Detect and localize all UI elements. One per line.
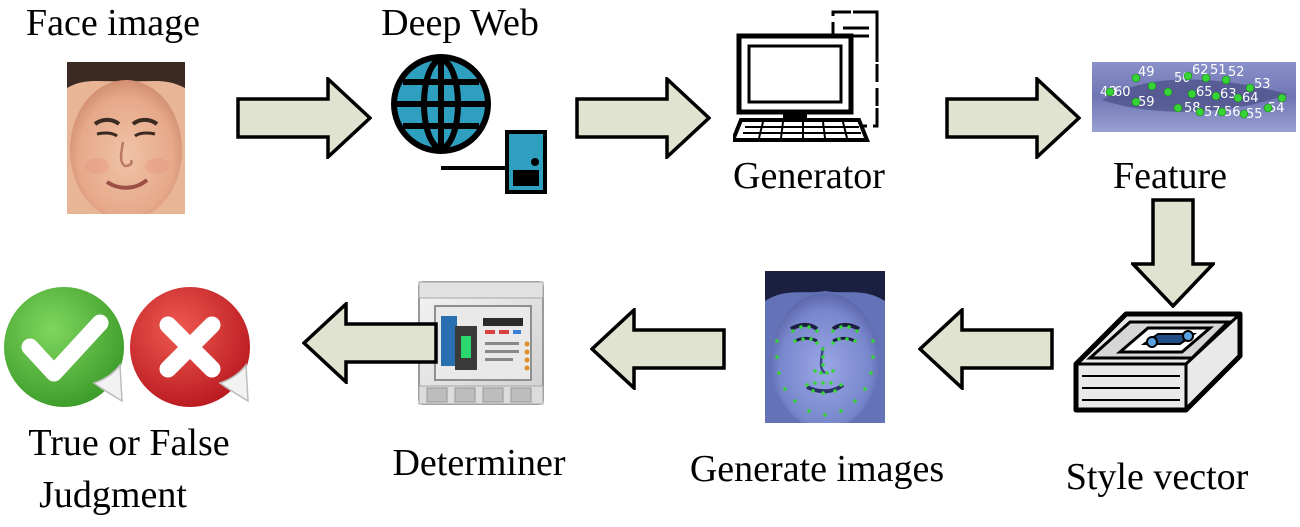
judgment-label-line2: Judgment (39, 474, 187, 516)
generator-label: Generator (733, 155, 885, 197)
arrow-to-generator (575, 77, 711, 159)
arrow-to-judgment (302, 302, 438, 384)
feature-landmarks-image: 49 48 62 51 52 53 50 63 59 58 57 56 55 5… (1092, 62, 1296, 132)
globe-icon (389, 52, 559, 197)
landmark-54: 54 (1268, 101, 1285, 116)
landmark-56: 56 (1224, 105, 1241, 120)
face-photo (67, 62, 185, 214)
landmark-59: 59 (1138, 95, 1155, 110)
arrow-to-style-vector (1131, 198, 1215, 308)
landmark-63: 63 (1220, 87, 1237, 102)
landmark-52: 52 (1228, 65, 1245, 80)
landmark-64: 64 (1242, 91, 1259, 106)
cartridge-icon (1068, 306, 1246, 418)
landmark-60: 60 (1114, 85, 1131, 100)
arrow-to-feature (945, 77, 1081, 159)
style-vector-label: Style vector (1065, 456, 1249, 498)
cross-badge-icon (128, 283, 254, 411)
desktop-computer-icon (733, 8, 888, 148)
landmark-49: 49 (1138, 65, 1155, 80)
arrow-to-determiner (590, 308, 726, 390)
landmark-57: 57 (1204, 105, 1221, 120)
determiner-label: Determiner (392, 442, 566, 484)
circuit-breaker-icon (415, 278, 547, 408)
landmark-65: 65 (1196, 85, 1213, 100)
check-badge-icon (2, 283, 128, 411)
landmark-55: 55 (1246, 107, 1263, 122)
feature-label: Feature (1113, 155, 1227, 197)
arrow-to-generate-images (918, 308, 1054, 390)
generated-face-image (765, 271, 885, 423)
deep-web-label: Deep Web (381, 2, 539, 44)
face-image-label: Face image (25, 2, 201, 44)
landmark-51: 51 (1210, 63, 1227, 78)
landmark-53: 53 (1254, 77, 1271, 92)
generate-images-label: Generate images (689, 448, 945, 490)
arrow-to-deep-web (236, 77, 372, 159)
judgment-label-line1: True or False (28, 422, 230, 464)
